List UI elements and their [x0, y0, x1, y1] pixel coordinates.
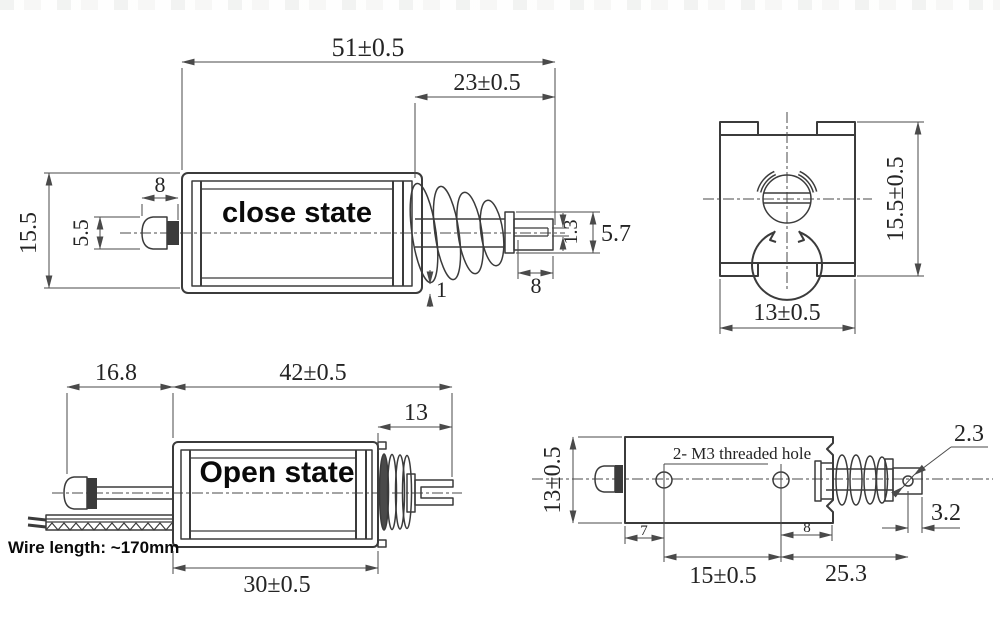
dim-body-height: 15.5 — [16, 212, 42, 254]
top-view-body — [624, 436, 834, 524]
plunger-ring — [87, 478, 97, 509]
open-state-label: Open state — [199, 456, 354, 489]
dim-end-width: 13±0.5 — [753, 300, 820, 326]
close-state-label: close state — [222, 197, 372, 229]
dim-plunger-ext: 16.8 — [95, 360, 137, 386]
dim-end-height: 15.5±0.5 — [883, 156, 909, 241]
plunger-cap — [63, 476, 88, 510]
dim-edge-to-hole: 7 — [640, 523, 648, 539]
cross-hole — [902, 475, 914, 487]
plunger-cap — [594, 465, 616, 493]
dim-flange-diameter: 5.7 — [601, 221, 631, 247]
plunger-ring — [615, 465, 623, 493]
dim-span: 25.3 — [825, 561, 867, 587]
dim-hole-diameter: 2.3 — [954, 421, 984, 447]
open-state-view: Open state Wire length: ~170mm — [8, 360, 462, 598]
fork-shaft — [414, 479, 454, 506]
solenoid-body — [181, 172, 423, 294]
solenoid-body — [172, 441, 379, 548]
dim-top-height: 13±0.5 — [540, 446, 566, 513]
dim-cap-width: 8 — [155, 172, 166, 197]
shaft-sleeve — [513, 218, 554, 251]
dim-hole-to-end: 3.2 — [931, 500, 961, 526]
dim-overall-length: 51±0.5 — [332, 33, 405, 62]
wire-length-note: Wire length: ~170mm — [8, 538, 179, 557]
plunger-ring — [167, 221, 179, 245]
m3-note: 2- M3 threaded hole — [673, 444, 811, 463]
dim-plate-thickness: 1 — [436, 277, 447, 302]
spring — [835, 454, 889, 506]
lead-wires — [27, 514, 174, 531]
dim-tail: 8 — [803, 520, 811, 536]
compressed-spring — [378, 453, 413, 531]
dim-rod-length: 8 — [531, 273, 542, 298]
e-ring — [751, 170, 823, 301]
dim-cap-height: 5.5 — [68, 219, 93, 247]
solenoid-body-inner — [180, 449, 373, 540]
top-view: 2- M3 threaded hole 2.3 — [532, 421, 993, 589]
dim-rod-diameter: 1.3 — [560, 220, 582, 245]
cropped-edge-artifact — [0, 0, 1000, 10]
spring-seat — [814, 460, 822, 502]
close-state-view: close state 51±0.5 — [16, 33, 631, 307]
plunger-cap — [141, 216, 168, 250]
mounting-tabs — [719, 121, 856, 277]
dim-hole-spacing: 15±0.5 — [689, 563, 756, 589]
dim-open-body: 42±0.5 — [279, 360, 346, 386]
dim-stroke-length: 23±0.5 — [453, 70, 520, 96]
dim-base-length: 30±0.5 — [243, 572, 310, 598]
end-view: 15.5±0.5 13±0.5 — [703, 112, 924, 334]
dim-open-spring: 13 — [404, 400, 428, 426]
